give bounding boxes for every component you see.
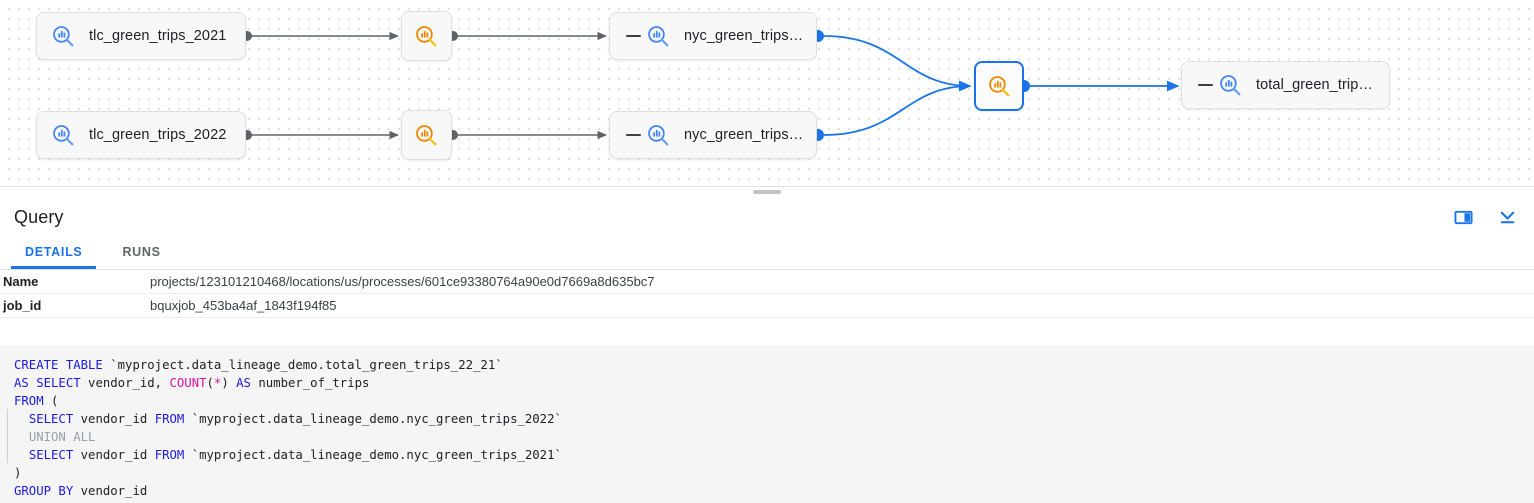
detail-key: job_id bbox=[3, 298, 42, 313]
sql-line: ) bbox=[14, 466, 22, 480]
details-table: Name projects/123101210468/locations/us/… bbox=[0, 270, 1534, 318]
sql-line: UNION ALL bbox=[28, 430, 96, 444]
sql-line: AS SELECT vendor_id, COUNT(*) AS number_… bbox=[14, 376, 370, 390]
bigquery-table-icon bbox=[1218, 73, 1243, 98]
collapse-node-button[interactable] bbox=[1192, 84, 1218, 86]
sql-line: GROUP BY vendor_id bbox=[14, 484, 148, 498]
lineage-node-label: total_green_trip… bbox=[1256, 77, 1373, 93]
lineage-node-label: nyc_green_trips… bbox=[684, 127, 804, 143]
bigquery-table-icon bbox=[646, 24, 671, 49]
lineage-node-tlc-green-trips-2022[interactable]: tlc_green_trips_2022 bbox=[36, 111, 246, 159]
sql-line: CREATE TABLE `myproject.data_lineage_dem… bbox=[14, 358, 503, 372]
bigquery-process-icon bbox=[414, 123, 439, 148]
sql-line: SELECT vendor_id FROM `myproject.data_li… bbox=[28, 412, 562, 426]
sql-line: FROM ( bbox=[14, 394, 59, 408]
panel-resize-handle[interactable] bbox=[0, 186, 1534, 196]
lineage-node-total-green-trips[interactable]: total_green_trip… bbox=[1181, 61, 1390, 109]
lineage-node-process-2[interactable] bbox=[401, 110, 452, 160]
sql-text: CREATE TABLE `myproject.data_lineage_dem… bbox=[14, 356, 1534, 500]
sql-code-block[interactable]: CREATE TABLE `myproject.data_lineage_dem… bbox=[0, 345, 1534, 503]
query-panel-tabs: DETAILS RUNS bbox=[0, 238, 1534, 270]
edge-nyc2022-proc3 bbox=[823, 80, 972, 136]
query-panel-actions bbox=[1452, 206, 1518, 228]
lineage-node-tlc-green-trips-2021[interactable]: tlc_green_trips_2021 bbox=[36, 12, 246, 60]
table-row: Name projects/123101210468/locations/us/… bbox=[0, 270, 1534, 294]
bigquery-table-icon bbox=[51, 123, 76, 148]
detail-key: Name bbox=[3, 274, 39, 289]
indent-guide bbox=[7, 409, 8, 463]
tab-runs[interactable]: RUNS bbox=[122, 244, 161, 259]
lineage-graph-canvas[interactable]: tlc_green_trips_2021 tlc_green_trips_202… bbox=[0, 0, 1534, 186]
query-panel-header: Query bbox=[0, 196, 1534, 238]
edge-nyc2021-proc3 bbox=[823, 35, 972, 92]
lineage-node-nyc-green-trips-2021[interactable]: nyc_green_trips… bbox=[609, 12, 817, 60]
detail-value: bquxjob_453ba4af_1843f194f85 bbox=[150, 298, 337, 313]
bigquery-table-icon bbox=[646, 123, 671, 148]
lineage-node-nyc-green-trips-2022[interactable]: nyc_green_trips… bbox=[609, 111, 817, 159]
split-panel-icon[interactable] bbox=[1452, 206, 1474, 228]
query-panel: Query DETAILS RUNS bbox=[0, 196, 1534, 503]
lineage-node-label: nyc_green_trips… bbox=[684, 28, 804, 44]
table-row: job_id bquxjob_453ba4af_1843f194f85 bbox=[0, 294, 1534, 318]
collapse-node-button[interactable] bbox=[620, 35, 646, 37]
sql-line: SELECT vendor_id FROM `myproject.data_li… bbox=[28, 448, 562, 462]
tab-details[interactable]: DETAILS bbox=[11, 237, 97, 269]
bigquery-process-icon bbox=[987, 74, 1012, 99]
detail-value: projects/123101210468/locations/us/proce… bbox=[150, 274, 655, 289]
bigquery-process-icon bbox=[414, 24, 439, 49]
collapse-panel-icon[interactable] bbox=[1496, 206, 1518, 228]
drag-grip-icon bbox=[753, 189, 781, 194]
bigquery-table-icon bbox=[51, 24, 76, 49]
lineage-node-label: tlc_green_trips_2021 bbox=[89, 28, 227, 44]
lineage-node-process-1[interactable] bbox=[401, 11, 452, 61]
lineage-node-label: tlc_green_trips_2022 bbox=[89, 127, 227, 143]
lineage-node-process-selected[interactable] bbox=[974, 61, 1024, 111]
page-title: Query bbox=[14, 206, 64, 227]
collapse-node-button[interactable] bbox=[620, 134, 646, 136]
